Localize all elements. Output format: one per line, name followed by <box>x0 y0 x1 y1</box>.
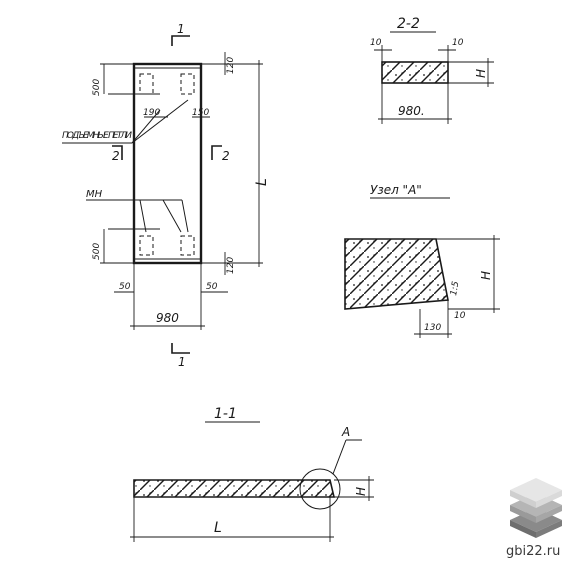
dim-length-1-1: L <box>214 520 222 536</box>
lifting-loop-bottom-right <box>180 235 195 256</box>
node-a-callout-circle <box>299 468 341 510</box>
dim-10-left: 10 <box>370 38 382 48</box>
dim-500-top: 500 <box>92 79 102 96</box>
section-2-2: 2-2 10 10 H 980. <box>370 16 494 124</box>
dim-980-2-2: 980. <box>398 104 425 118</box>
dim-10-node: 10 <box>454 311 466 321</box>
section-mark-1-top: 1 <box>177 22 185 36</box>
dim-h-2-2: H <box>474 69 488 78</box>
section-mark-2-left: 2 <box>112 149 120 163</box>
lifting-loop-top-left <box>139 73 154 95</box>
dim-50-right: 50 <box>206 282 218 292</box>
dim-slope: 1:5 <box>449 280 461 296</box>
dim-980-plan: 980 <box>156 311 179 325</box>
dim-500-bottom: 500 <box>92 243 102 260</box>
dim-length-plan: L <box>254 178 270 186</box>
section-mark-2-right: 2 <box>222 149 230 163</box>
node-a-title: Узел "А" <box>370 183 422 197</box>
dim-120-bottom: 120 <box>226 257 236 274</box>
plan-slab-outline <box>132 62 203 265</box>
lifting-loop-bottom-left <box>139 235 154 256</box>
dim-190: 190 <box>143 108 160 118</box>
dim-120-top: 120 <box>226 57 236 74</box>
dim-150: 150 <box>192 108 209 118</box>
dim-10-right: 10 <box>452 38 464 48</box>
watermark: gbi22.ru <box>506 478 562 559</box>
section-1-1: 1-1 А H L <box>130 406 374 542</box>
dim-h-1-1: H <box>354 487 368 496</box>
node-a-callout-label: А <box>341 425 350 439</box>
dim-130-node: 130 <box>424 323 441 333</box>
section-2-2-title: 2-2 <box>397 16 420 32</box>
label-lifting-loops: ПОДЪЕМНЫЕ ПЕТЛИ <box>62 131 132 141</box>
section-1-1-title: 1-1 <box>214 406 237 422</box>
section-1-1-body <box>133 479 336 498</box>
lifting-loop-top-right <box>180 73 195 95</box>
watermark-text: gbi22.ru <box>506 544 560 559</box>
label-mesh: МН <box>86 189 103 200</box>
plan-view: 1 1 2 2 500 500 120 120 190 150 ПОДЪЕМНЫ… <box>62 22 270 369</box>
node-a: Узел "А" H 1:5 10 130 <box>344 183 500 338</box>
dim-h-node: H <box>479 271 493 280</box>
dim-50-left: 50 <box>119 282 131 292</box>
section-mark-1-bottom: 1 <box>178 355 186 369</box>
section-2-2-body <box>381 61 449 84</box>
stacked-slabs-icon <box>510 478 562 538</box>
node-a-body <box>344 238 449 310</box>
